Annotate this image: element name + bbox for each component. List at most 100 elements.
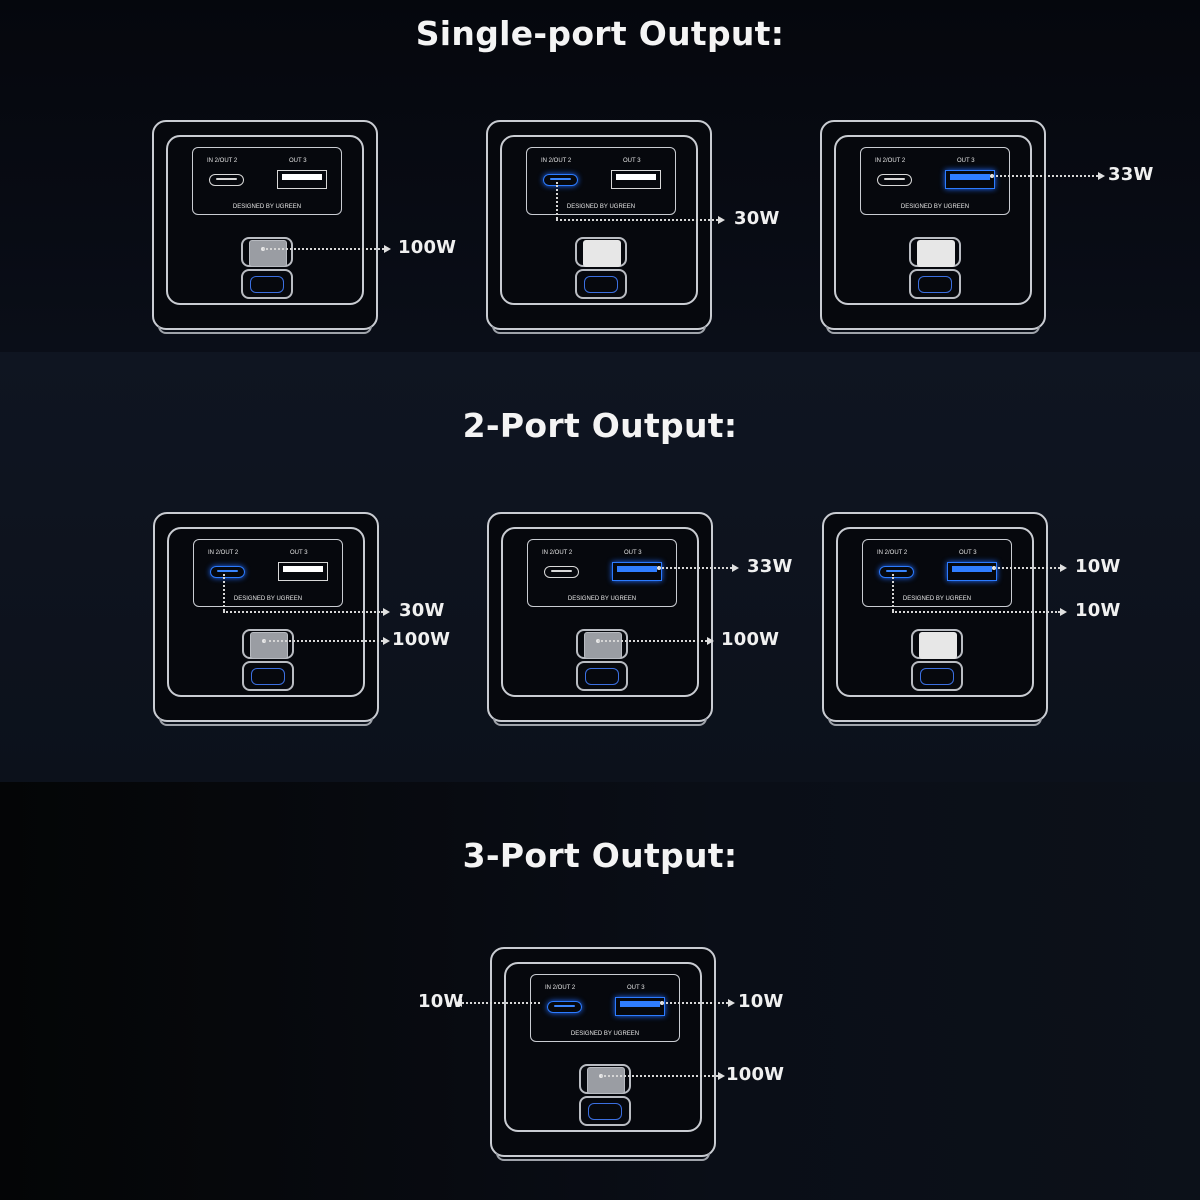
section-title-three-port: 3-Port Output: [462, 836, 738, 875]
port-panel: IN 2/OUT 2 OUT 3 DESIGNED BY UGREEN [860, 147, 1010, 215]
wattage-label: 10W [418, 991, 464, 1012]
usb-a-port-label: OUT 3 [959, 550, 977, 556]
designed-by-label: DESIGNED BY UGREEN [566, 204, 636, 210]
usb-c1-port-lower [911, 661, 963, 691]
usb-c1-port[interactable] [576, 629, 628, 659]
connector-line [462, 1002, 540, 1004]
usb-c-port-label: IN 2/OUT 2 [207, 158, 238, 164]
usb-c-port[interactable] [877, 174, 912, 186]
usb-c-port[interactable] [210, 566, 245, 578]
wattage-label: 100W [392, 629, 451, 650]
designed-by-label: DESIGNED BY UGREEN [902, 596, 972, 602]
wattage-label: 10W [1075, 600, 1121, 621]
charger-face: IN 2/OUT 2 OUT 3 DESIGNED BY UGREEN [834, 135, 1032, 305]
usb-c-port-label: IN 2/OUT 2 [877, 550, 908, 556]
usb-c1-port-lower-inner [584, 276, 618, 293]
port-panel: IN 2/OUT 2 OUT 3 DESIGNED BY UGREEN [862, 539, 1012, 607]
designed-by-label: DESIGNED BY UGREEN [570, 1031, 640, 1037]
charger-0-2: IN 2/OUT 2 OUT 3 DESIGNED BY UGREEN [820, 120, 1046, 334]
wattage-label: 100W [721, 629, 780, 650]
usb-c1-port[interactable] [911, 629, 963, 659]
usb-c1-port-inner [584, 632, 622, 659]
arrow-head [732, 564, 739, 572]
usb-c1-port[interactable] [909, 237, 961, 267]
usb-a-port-label: OUT 3 [289, 158, 307, 164]
designed-by-label: DESIGNED BY UGREEN [567, 596, 637, 602]
section-title-single-port: Single-port Output: [415, 14, 785, 53]
usb-c-port-label: IN 2/OUT 2 [875, 158, 906, 164]
connector-line [892, 611, 1060, 613]
usb-c1-port-lower-inner [585, 668, 619, 685]
arrow-head [455, 999, 462, 1007]
usb-a-port[interactable] [612, 562, 662, 581]
usb-c1-port-inner [917, 240, 955, 267]
usb-c-port[interactable] [543, 174, 578, 186]
connector-line [598, 640, 707, 642]
usb-c1-port-lower [576, 661, 628, 691]
usb-c-port-label: IN 2/OUT 2 [542, 550, 573, 556]
usb-a-port[interactable] [947, 562, 997, 581]
usb-a-port[interactable] [945, 170, 995, 189]
wattage-label: 30W [734, 208, 780, 229]
usb-c1-port-lower [242, 661, 294, 691]
usb-c1-port[interactable] [575, 237, 627, 267]
connector-line [223, 611, 383, 613]
wattage-label: 30W [399, 600, 445, 621]
connector-line [556, 182, 558, 219]
arrow-head [1060, 564, 1067, 572]
usb-c-port-label: IN 2/OUT 2 [545, 985, 576, 991]
usb-c-port-label: IN 2/OUT 2 [541, 158, 572, 164]
usb-c-port[interactable] [879, 566, 914, 578]
port-panel: IN 2/OUT 2 OUT 3 DESIGNED BY UGREEN [530, 974, 680, 1042]
arrow-head [383, 637, 390, 645]
usb-a-port-label: OUT 3 [627, 985, 645, 991]
usb-c-port-label: IN 2/OUT 2 [208, 550, 239, 556]
connector-line [263, 248, 384, 250]
wattage-label: 10W [738, 991, 784, 1012]
arrow-head [1060, 608, 1067, 616]
usb-a-port-label: OUT 3 [624, 550, 642, 556]
wattage-label: 10W [1075, 556, 1121, 577]
usb-c1-port-lower-inner [918, 276, 952, 293]
arrow-head [718, 1072, 725, 1080]
connector-line [992, 175, 1098, 177]
usb-a-port[interactable] [611, 170, 661, 189]
usb-c1-port-inner [587, 1067, 625, 1094]
wattage-label: 100W [398, 237, 457, 258]
usb-a-port[interactable] [277, 170, 327, 189]
connector-line [892, 574, 894, 611]
usb-c1-port[interactable] [242, 629, 294, 659]
usb-c1-port[interactable] [579, 1064, 631, 1094]
usb-c1-port-lower-inner [250, 276, 284, 293]
usb-a-port[interactable] [615, 997, 665, 1016]
usb-a-port-label: OUT 3 [957, 158, 975, 164]
designed-by-label: DESIGNED BY UGREEN [900, 204, 970, 210]
wattage-label: 100W [726, 1064, 785, 1085]
arrow-head [1098, 172, 1105, 180]
section-title-two-port: 2-Port Output: [462, 406, 738, 445]
arrow-head [728, 999, 735, 1007]
usb-a-port[interactable] [278, 562, 328, 581]
usb-c1-port-lower [241, 269, 293, 299]
usb-c1-port[interactable] [241, 237, 293, 267]
arrow-head [384, 245, 391, 253]
charger-1-1: IN 2/OUT 2 OUT 3 DESIGNED BY UGREEN [487, 512, 713, 726]
usb-c1-port-inner [249, 240, 287, 267]
usb-c-port[interactable] [544, 566, 579, 578]
usb-c-port[interactable] [547, 1001, 582, 1013]
arrow-head [707, 637, 714, 645]
designed-by-label: DESIGNED BY UGREEN [233, 596, 303, 602]
arrow-head [718, 216, 725, 224]
charger-face: IN 2/OUT 2 OUT 3 DESIGNED BY UGREEN [501, 527, 699, 697]
charger-face: IN 2/OUT 2 OUT 3 DESIGNED BY UGREEN [836, 527, 1034, 697]
charger-1-2: IN 2/OUT 2 OUT 3 DESIGNED BY UGREEN [822, 512, 1048, 726]
connector-line [659, 567, 732, 569]
usb-c-port[interactable] [209, 174, 244, 186]
charger-face: IN 2/OUT 2 OUT 3 DESIGNED BY UGREEN [504, 962, 702, 1132]
